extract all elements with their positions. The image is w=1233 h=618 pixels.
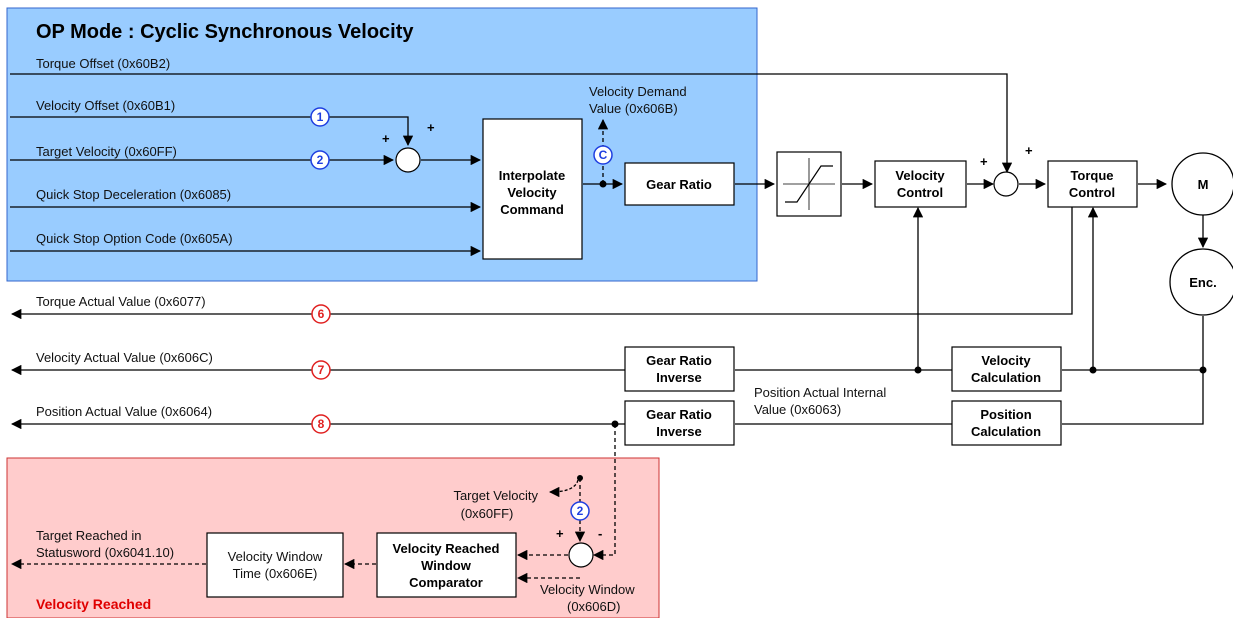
marker-c <box>593 145 613 165</box>
velocity-offset-line <box>10 116 414 147</box>
window-time-label: Time (0x606E) <box>233 566 318 581</box>
junction-dot <box>611 420 619 428</box>
gear-ratio-inverse-label: Gear Ratio <box>646 407 712 422</box>
diagram-title: OP Mode : Cyclic Synchronous Velocity <box>36 21 414 43</box>
junction-dot <box>914 366 922 374</box>
marker-2b-text: 2 <box>577 504 584 518</box>
position-internal-label: Value (0x6063) <box>754 402 841 417</box>
label-target-velocity: Target Velocity (0x60FF) <box>36 144 177 159</box>
label-position-actual: Position Actual Value (0x6064) <box>36 404 212 419</box>
velocity-control-label: Control <box>897 185 943 200</box>
plus-sign: + <box>382 131 390 146</box>
junction-dot <box>1199 366 1207 374</box>
motor-circle <box>1171 152 1233 216</box>
velocity-window-label: Velocity Window <box>540 582 635 597</box>
marker-c-text: C <box>599 148 608 162</box>
junction-dot <box>577 475 583 481</box>
plus-sign: + <box>1025 143 1033 158</box>
gear-ratio-inverse-block <box>624 400 735 446</box>
gear-ratio-inverse-block <box>624 346 735 392</box>
marker-2-reached <box>570 501 590 521</box>
velocity-control-label: Velocity <box>895 168 945 183</box>
target-velocity-pointer <box>548 479 579 498</box>
position-calculation-label: Position <box>980 407 1031 422</box>
gear-ratio-inverse-label: Inverse <box>656 424 702 439</box>
marker-1 <box>310 107 330 127</box>
label-velocity-offset: Velocity Offset (0x60B1) <box>36 98 175 113</box>
reached-target-velocity-label: Target Velocity <box>453 488 538 503</box>
window-time-label: Velocity Window <box>228 549 323 564</box>
torque-offset-line <box>10 73 1013 174</box>
position-calculation-block <box>951 400 1062 446</box>
gear-ratio-inverse-label: Gear Ratio <box>646 353 712 368</box>
junction-dot <box>599 180 607 188</box>
encoder-circle <box>1169 248 1233 316</box>
interpolate-label: Velocity <box>507 185 557 200</box>
comparator-label: Velocity Reached <box>393 541 500 556</box>
label-velocity-actual: Velocity Actual Value (0x606C) <box>36 350 213 365</box>
velocity-calculation-block <box>951 346 1062 392</box>
torque-control-block <box>1047 160 1138 208</box>
velocity-control-block <box>874 160 967 208</box>
interpolate-block <box>482 118 583 260</box>
torque-control-label: Control <box>1069 185 1115 200</box>
plus-sign: + <box>427 120 435 135</box>
gear-ratio-inverse-label: Inverse <box>656 370 702 385</box>
marker-2 <box>310 150 330 170</box>
velocity-calculation-label: Calculation <box>971 370 1041 385</box>
plus-sign: + <box>556 526 564 541</box>
summing-junction-reached <box>568 542 594 568</box>
velocity-reached-title: Velocity Reached <box>36 596 151 612</box>
label-torque-offset: Torque Offset (0x60B2) <box>36 56 170 71</box>
encoder-velocity-feedback <box>1062 316 1204 371</box>
target-reached-label: Statusword (0x6041.10) <box>36 545 174 560</box>
marker-7-text: 7 <box>318 363 325 377</box>
target-reached-label: Target Reached in <box>36 528 142 543</box>
marker-1-text: 1 <box>317 110 324 124</box>
velocity-calculation-label: Velocity <box>981 353 1031 368</box>
plus-sign: + <box>980 154 988 169</box>
encoder-label: Enc. <box>1189 275 1216 290</box>
interpolate-label: Command <box>500 202 564 217</box>
reached-target-velocity-label: (0x60FF) <box>461 506 514 521</box>
label-quick-stop-option: Quick Stop Option Code (0x605A) <box>36 231 233 246</box>
marker-8-text: 8 <box>318 417 325 431</box>
marker-8 <box>311 414 331 434</box>
position-calculation-label: Calculation <box>971 424 1041 439</box>
position-tap-dashed <box>592 424 616 561</box>
minus-sign: - <box>598 526 602 541</box>
blue-panel <box>6 7 758 282</box>
torque-actual-line <box>10 206 1073 320</box>
comparator-label: Comparator <box>409 575 483 590</box>
torque-control-label: Torque <box>1070 168 1113 183</box>
motor-label: M <box>1198 177 1209 192</box>
encoder-position-feedback <box>1062 370 1204 425</box>
marker-6-text: 6 <box>318 307 325 321</box>
velocity-window-time-block <box>206 532 344 598</box>
label-torque-actual: Torque Actual Value (0x6077) <box>36 294 206 309</box>
summing-junction-velocity <box>395 147 421 173</box>
velocity-demand-label: Value (0x606B) <box>589 101 678 116</box>
gear-ratio-block <box>624 162 735 206</box>
interpolate-label: Interpolate <box>499 168 565 183</box>
position-internal-label: Position Actual Internal <box>754 385 886 400</box>
gear-ratio-label: Gear Ratio <box>646 177 712 192</box>
marker-6 <box>311 304 331 324</box>
label-quick-stop-decel: Quick Stop Deceleration (0x6085) <box>36 187 231 202</box>
summing-junction-torque <box>993 171 1019 197</box>
marker-2-text: 2 <box>317 153 324 167</box>
junction-dot <box>1089 366 1097 374</box>
velocity-reached-comparator-block <box>376 532 517 598</box>
velocity-window-label: (0x606D) <box>567 599 620 614</box>
comparator-label: Window <box>421 558 472 573</box>
marker-7 <box>311 360 331 380</box>
velocity-demand-label: Velocity Demand <box>589 84 687 99</box>
